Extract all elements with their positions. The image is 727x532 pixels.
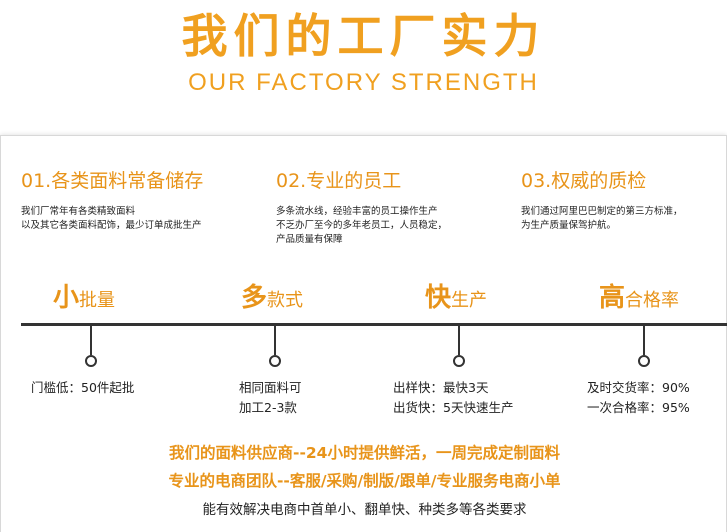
feature-title: 03.权威的质检 [521,170,647,192]
feature-quality-check: 03.权威的质检 我们通过阿里巴巴制定的第三方标准， 为生产质量保驾护航。 [521,169,721,233]
tagline-fabric-supplier: 我们的面料供应商--24小时提供鲜活，一周完成定制面料 [169,444,560,462]
page-subtitle: OUR FACTORY STRENGTH [188,69,539,96]
timeline-node-text: 及时交货率：90% 一次合格率：95% [587,378,690,418]
timeline-node-circle [269,355,281,367]
timeline-line [21,323,727,326]
pillar-label: 生产 [451,290,488,311]
pillar-label: 合格率 [625,290,680,311]
feature-title: 01.各类面料常备储存 [21,170,204,192]
timeline-node-text: 门槛低：50件起批 [31,378,134,398]
feature-description: 我们通过阿里巴巴制定的第三方标准， 为生产质量保驾护航。 [521,206,683,231]
node-line: 及时交货率：90% [587,380,690,395]
pillar-big-char: 快 [425,283,452,313]
pillar-big-char: 小 [53,283,80,313]
feature-description: 我们厂常年有各类精致面料 以及其它各类面料配饰，最少订单成批生产 [21,206,202,231]
pillar-label: 批量 [79,290,116,311]
timeline-node-text: 出样快：最快3天 出货快：5天快速生产 [393,378,513,418]
node-line: 出货快：5天快速生产 [393,400,514,415]
bottom-note: 能有效解决电商中首单小、翻单快、种类多等各类要求 [202,502,527,518]
tagline-ecommerce-team: 专业的电商团队--客服/采购/制版/跟单/专业服务电商小单 [168,472,561,490]
timeline-stem [458,326,460,355]
feature-title: 02.专业的员工 [276,170,402,192]
timeline-stem [274,326,276,355]
node-line: 门槛低：50件起批 [31,380,135,395]
node-line: 一次合格率：95% [587,400,690,415]
pillar-small-batch: 小批量 [53,281,115,318]
timeline-node-text: 相同面料可 加工2-3款 [239,378,302,418]
node-line: 相同面料可 [239,380,302,395]
timeline-node-circle [85,355,97,367]
pillar-high-pass-rate: 高合格率 [599,281,679,318]
timeline-node-circle [453,355,465,367]
timeline-stem [90,326,92,355]
strength-card: 01.各类面料常备储存 我们厂常年有各类精致面料 以及其它各类面料配饰，最少订单… [0,135,727,532]
feature-storage: 01.各类面料常备储存 我们厂常年有各类精致面料 以及其它各类面料配饰，最少订单… [21,169,261,233]
pillar-fast-production: 快生产 [425,281,487,318]
timeline-stem [643,326,645,355]
page-title: 我们的工厂实力 [181,9,546,63]
node-line: 出样快：最快3天 [393,380,489,395]
pillar-label: 款式 [267,290,304,311]
feature-description: 多条流水线，经验丰富的员工操作生产 不乏办厂至今的多年老员工，人员稳定， 产品质… [276,206,448,245]
node-line: 加工2-3款 [239,400,297,415]
feature-staff: 02.专业的员工 多条流水线，经验丰富的员工操作生产 不乏办厂至今的多年老员工，… [276,169,496,247]
pillar-big-char: 多 [241,283,268,313]
timeline-node-circle [638,355,650,367]
pillar-big-char: 高 [599,283,626,313]
pillar-many-styles: 多款式 [241,281,303,318]
